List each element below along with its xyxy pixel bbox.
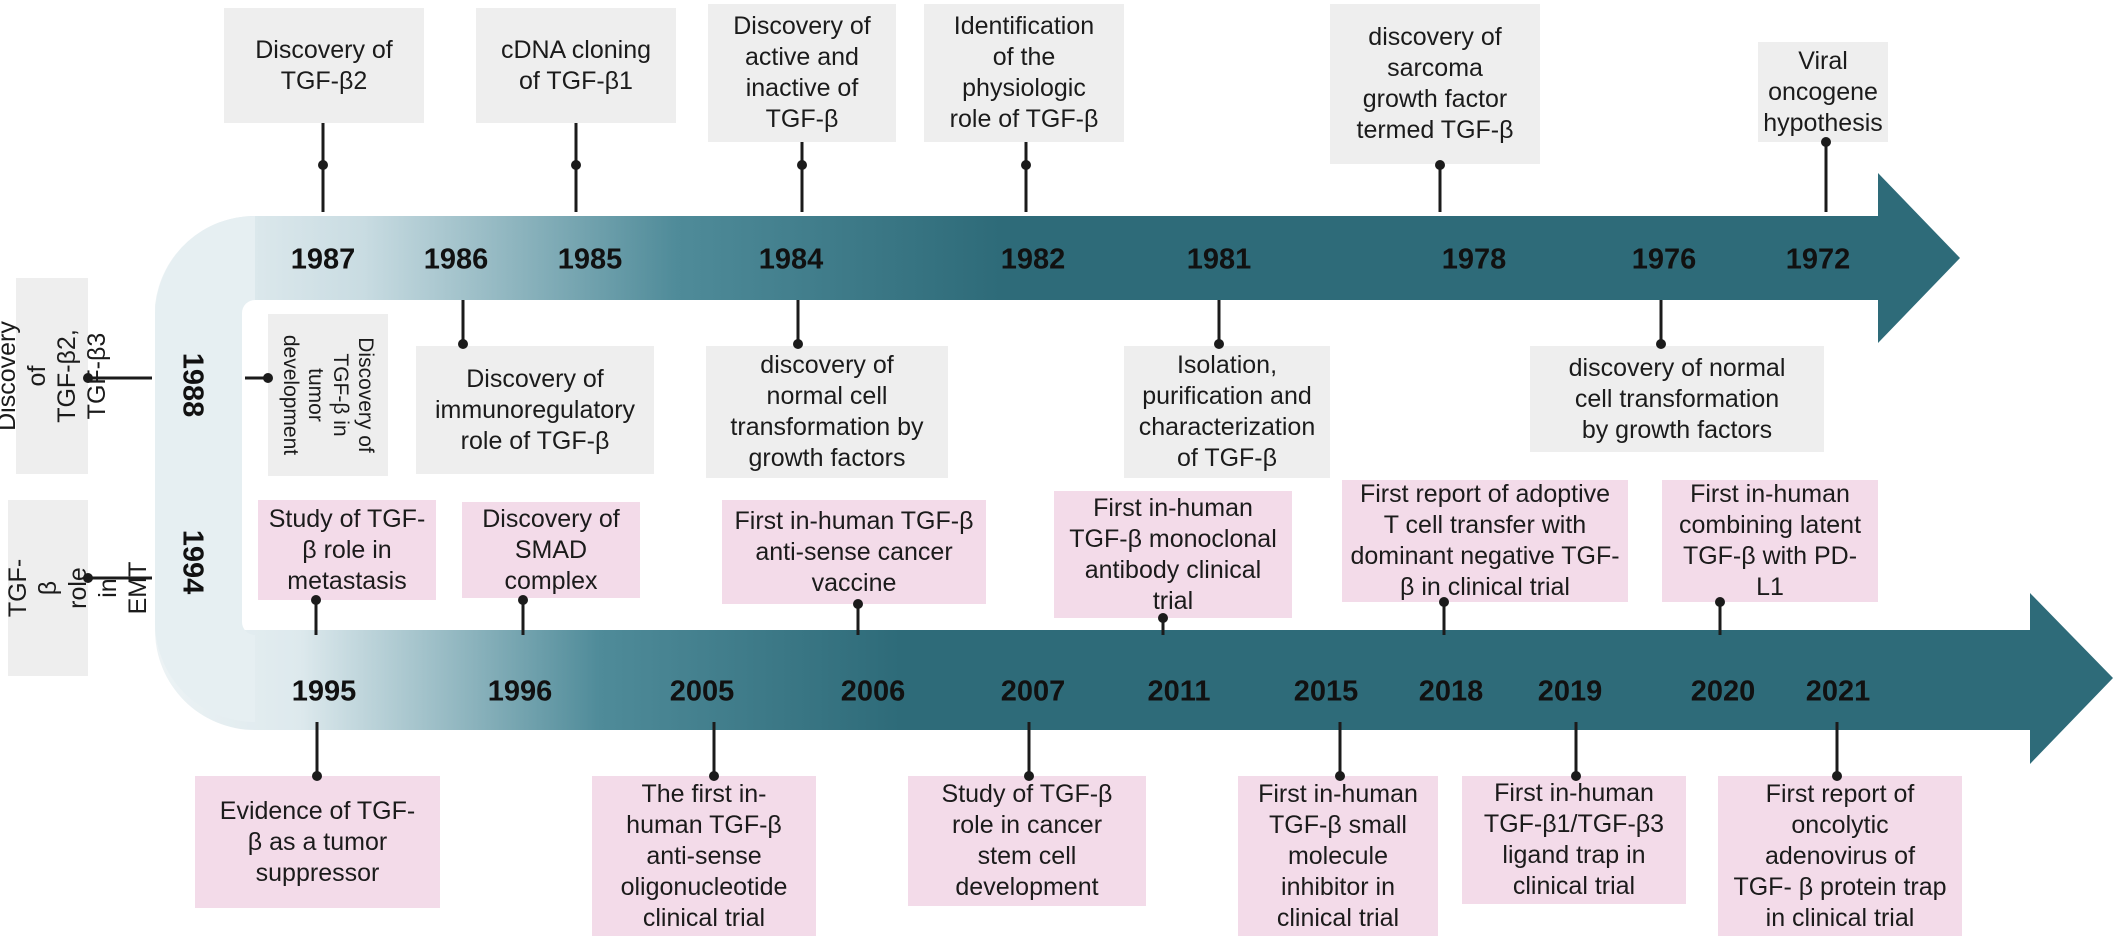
year-1994: 1994 [176, 529, 209, 595]
year-2015: 2015 [1293, 675, 1359, 708]
year-2020: 2020 [1690, 675, 1756, 708]
year-1978: 1978 [1441, 243, 1507, 276]
event-1978-sarcoma-growth-factor: discovery of sarcoma growth factor terme… [1330, 4, 1540, 164]
event-1994-emt: study of TGF- β role in EMT [0, 558, 152, 618]
year-1972: 1972 [1785, 243, 1851, 276]
event-1986-immunoregulatory: Discovery of immunoregulatory role of TG… [416, 346, 654, 474]
event-1995-metastasis: Study of TGF- β role in metastasis [258, 500, 436, 600]
event-2018-adoptive-t-cell: First report of adoptive T cell transfer… [1342, 480, 1628, 602]
year-2018: 2018 [1418, 675, 1484, 708]
event-1984-normal-cell-transformation: discovery of normal cell transformation … [706, 346, 948, 478]
event-1988-tgf-b2-b3: Discovery of TGF-β2, TGF-β3 [0, 321, 111, 431]
year-2019: 2019 [1537, 675, 1603, 708]
top-arrowhead [1878, 173, 1960, 343]
event-2019-ligand-trap: First in-human TGF-β1/TGF-β3 ligand trap… [1462, 776, 1686, 904]
year-1996: 1996 [487, 675, 553, 708]
top-band [250, 216, 1880, 300]
year-1986: 1986 [423, 243, 489, 276]
event-1976-normal-cell-transformation: discovery of normal cell transformation … [1530, 346, 1824, 452]
event-2020-latent-tgf-b-pd-l1: First in-human combining latent TGF-β wi… [1662, 480, 1878, 602]
event-1972-viral-oncogene: Viral oncogene hypothesis [1758, 42, 1888, 142]
year-2006: 2006 [840, 675, 906, 708]
year-1988: 1988 [176, 352, 209, 418]
year-2007: 2007 [1000, 675, 1066, 708]
event-2015-small-molecule-inhibitor: First in-human TGF-β small molecule inhi… [1238, 776, 1438, 936]
event-1988-tgf-b2-b3-box: Discovery of TGF-β2, TGF-β3 [0, 278, 111, 474]
year-1985: 1985 [557, 243, 623, 276]
event-1984-active-inactive: Discovery of active and inactive of TGF-… [708, 4, 896, 142]
event-2005-antisense-oligonucleotide: The first in- human TGF-β anti-sense oli… [592, 776, 816, 936]
year-2021: 2021 [1805, 675, 1871, 708]
bottom-arrowhead [2030, 593, 2113, 764]
event-1988-tumor-development-box: Discovery of TGF-β in tumor development [268, 314, 388, 476]
year-2011: 2011 [1147, 675, 1211, 708]
event-2007-cancer-stem-cell: Study of TGF-β role in cancer stem cell … [908, 776, 1146, 906]
year-1982: 1982 [1000, 243, 1066, 276]
event-1996-smad-complex: Discovery of SMAD complex [462, 502, 640, 598]
event-1982-physiologic-role: Identification of the physiologic role o… [924, 4, 1124, 142]
event-2006-antisense-vaccine: First in-human TGF-β anti-sense cancer v… [722, 500, 986, 604]
event-1981-isolation: Isolation, purification and characteriza… [1124, 346, 1330, 478]
event-2011-monoclonal-antibody: First in-human TGF-β monoclonal antibody… [1054, 491, 1292, 618]
year-2005: 2005 [669, 675, 735, 708]
event-2021-oncolytic-adenovirus: First report of oncolytic adenovirus of … [1718, 776, 1962, 936]
event-1985-cdna-cloning: cDNA cloning of TGF-β1 [476, 8, 676, 123]
event-1987-discovery-tgf-b2: Discovery of TGF-β2 [224, 8, 424, 123]
year-1987: 1987 [290, 243, 356, 276]
year-1976: 1976 [1631, 243, 1697, 276]
event-1995-tumor-suppressor: Evidence of TGF- β as a tumor suppressor [195, 776, 440, 908]
year-1981: 1981 [1186, 243, 1252, 276]
bottom-band [250, 635, 2033, 722]
year-1984: 1984 [758, 243, 824, 276]
year-1995: 1995 [291, 675, 357, 708]
curve-band [154, 216, 255, 722]
event-1988-tumor-development: Discovery of TGF-β in tumor development [279, 334, 377, 456]
event-1994-emt-box: study of TGF- β role in EMT [0, 500, 152, 676]
